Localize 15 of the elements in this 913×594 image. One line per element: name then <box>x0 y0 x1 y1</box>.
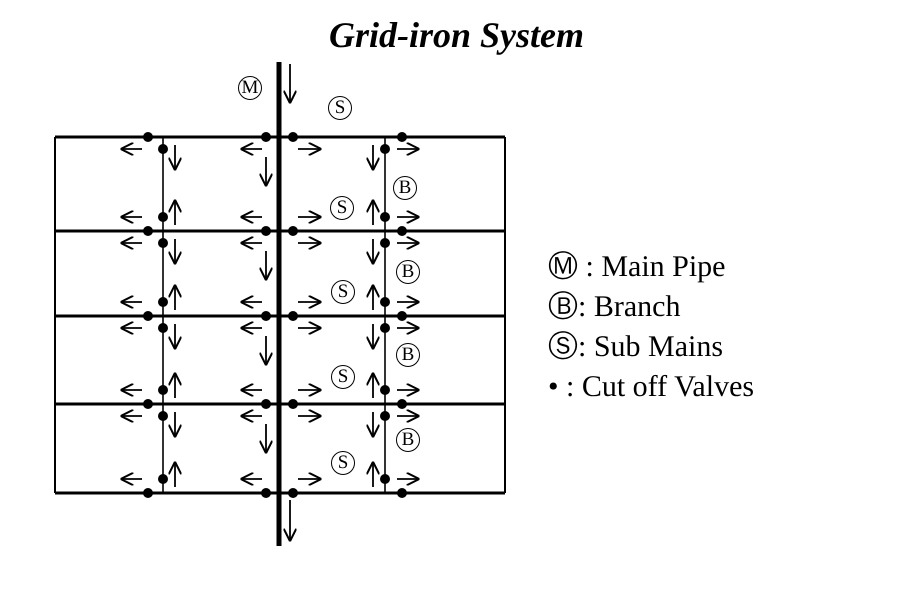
callout-letter: S <box>328 96 352 120</box>
callout-letter: M <box>238 76 262 100</box>
callout-letter: S <box>331 365 355 389</box>
callout-letter: S <box>331 280 355 304</box>
callout-letter: B <box>393 176 417 200</box>
diagram-title: Grid-iron System <box>328 14 586 56</box>
callout-letter: B <box>396 260 420 284</box>
legend-entry: Ⓜ : Main Pipe <box>548 250 726 284</box>
callout-letter: B <box>396 428 420 452</box>
legend-entry: • : Cut off Valves <box>548 370 754 404</box>
legend-entry: Ⓑ: Branch <box>548 290 680 324</box>
callout-letter: B <box>396 343 420 367</box>
legend-entry: Ⓢ: Sub Mains <box>548 330 724 364</box>
callout-letter: S <box>331 451 355 475</box>
callout-letter: S <box>330 196 354 220</box>
